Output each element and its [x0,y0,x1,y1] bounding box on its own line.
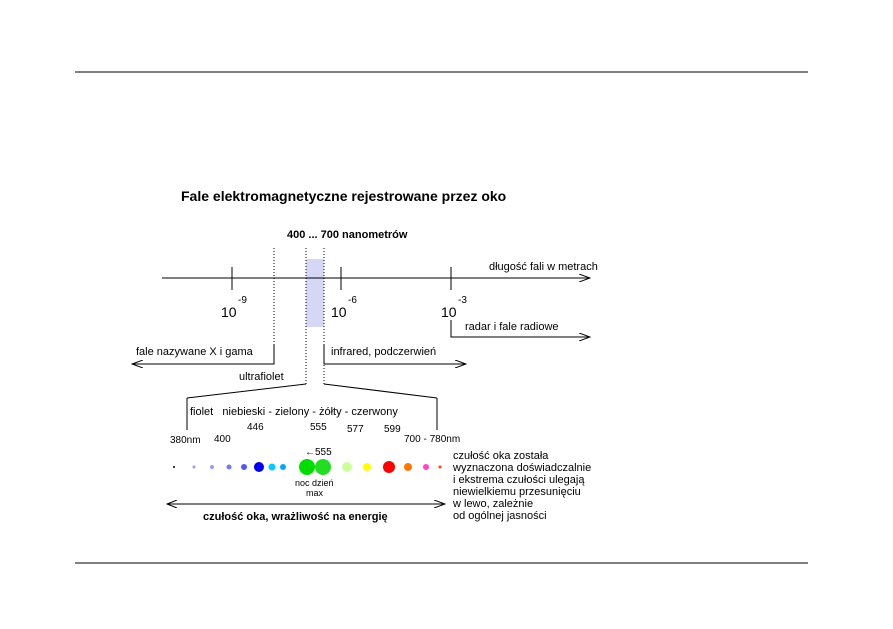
sensitivity-dot [363,463,371,471]
day-night-label: noc dzień [295,478,334,488]
note-line-2: wyznaczona doświadczalnie [452,462,591,474]
note-line-6: od ogólnej jasności [453,510,547,522]
colors-line: fiolet niebieski - zielony - żółty - cze… [190,406,398,418]
infrared-arrow [323,345,466,364]
sensitivity-dot [342,462,352,472]
diagram-title: Fale elektromagnetyczne rejestrowane prz… [181,188,506,204]
sensitivity-dot [192,465,196,469]
note-line-3: i ekstrema czułości ulegają [453,474,585,486]
wavelength-end: 700 - 780nm [404,434,460,445]
note-line-1: czułość oka została [453,450,549,462]
zoom-line-right [323,383,438,399]
visible-band [306,259,324,327]
wavelength-400: 400 [214,434,231,445]
xgamma-arrow [132,345,275,364]
sensitivity-dot [404,463,412,471]
sensitivity-dot [299,459,315,475]
sensitivity-dot [226,464,232,470]
sensitivity-label: czułość oka, wrażliwość na energię [203,511,388,523]
ultraviolet-label: ultrafiolet [239,371,284,383]
visible-range-label: 400 ... 700 nanometrów [287,229,408,241]
exp-power-3: -3 [458,295,467,306]
sensitivity-dot [383,461,395,473]
exp-base-1: 10 [221,304,237,320]
sensitivity-dot [315,459,331,475]
wavelength-446: 446 [247,422,264,433]
note-line-5: w lewo, zależnie [452,498,533,510]
note-line-4: niewielkiemu przesunięciu [453,486,581,498]
wavelength-start: 380nm [170,435,201,446]
sensitivity-dot [438,465,442,469]
sensitivity-dot [241,464,247,470]
wavelength-555: 555 [310,422,327,433]
sensitivity-dot [254,462,264,472]
sensitivity-dot [423,464,429,470]
infrared-label: infrared, podczerwień [331,346,436,358]
wavelength-577: 577 [347,424,364,435]
radio-arrow [450,320,590,337]
sensitivity-note: czułość oka została wyznaczona doświadcz… [452,450,591,522]
axis-label: długość fali w metrach [489,261,598,273]
sensitivity-dot [268,463,276,471]
exp-power-2: -6 [348,295,357,306]
wavelength-599: 599 [384,424,401,435]
zoom-line-left [186,383,307,399]
radio-label: radar i fale radiowe [465,321,559,333]
peak-label: ←555 [305,447,332,458]
exp-power-1: -9 [238,295,247,306]
sensitivity-dots [173,459,442,475]
exp-base-2: 10 [331,304,347,320]
exp-base-3: 10 [441,304,457,320]
sensitivity-dot [173,466,175,468]
max-label: max [306,488,324,498]
sensitivity-dot [210,465,214,469]
xgamma-label: fale nazywane X i gama [136,346,254,358]
sensitivity-dot [280,464,286,470]
